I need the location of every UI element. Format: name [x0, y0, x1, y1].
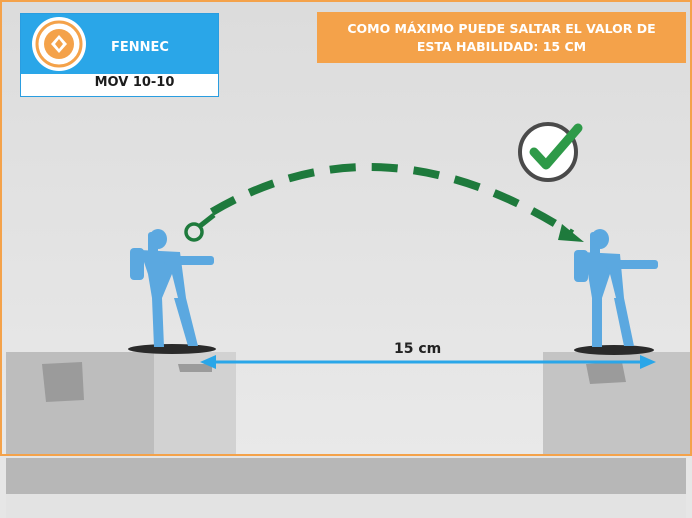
arrow-head-icon [558, 224, 584, 242]
left-base [128, 344, 216, 354]
ring-marker-icon [184, 222, 204, 242]
scene-graphics [6, 122, 690, 454]
rule-note-line-1: COMO MÁXIMO PUEDE SALTAR EL VALOR DE [347, 20, 656, 36]
left-miniature [130, 229, 214, 347]
bottom-strip [6, 494, 686, 518]
jump-scene: FENNEC MOV 10-10 COMO MÁXIMO PUEDE SALTA… [0, 0, 692, 456]
wall-bracket [42, 362, 84, 402]
measurement-label: 15 cm [394, 341, 442, 357]
wall-bracket [586, 362, 626, 384]
ring-connector [198, 213, 216, 228]
emblem-icon [32, 17, 86, 71]
profile-card: FENNEC MOV 10-10 [20, 13, 219, 97]
jump-path [209, 163, 575, 238]
profile-name: FENNEC [111, 40, 169, 55]
right-base [574, 345, 654, 355]
measure-arrow [200, 355, 656, 369]
check-circle-icon [518, 122, 583, 182]
rule-note: COMO MÁXIMO PUEDE SALTAR EL VALOR DE EST… [317, 12, 686, 63]
wall-bracket [178, 364, 212, 372]
bottom-band [6, 458, 686, 494]
right-miniature [574, 229, 658, 347]
rule-note-line-2: ESTA HABILIDAD: 15 CM [416, 38, 587, 54]
profile-card-header: FENNEC [21, 14, 218, 74]
profile-stat: MOV 10-10 [94, 75, 175, 90]
